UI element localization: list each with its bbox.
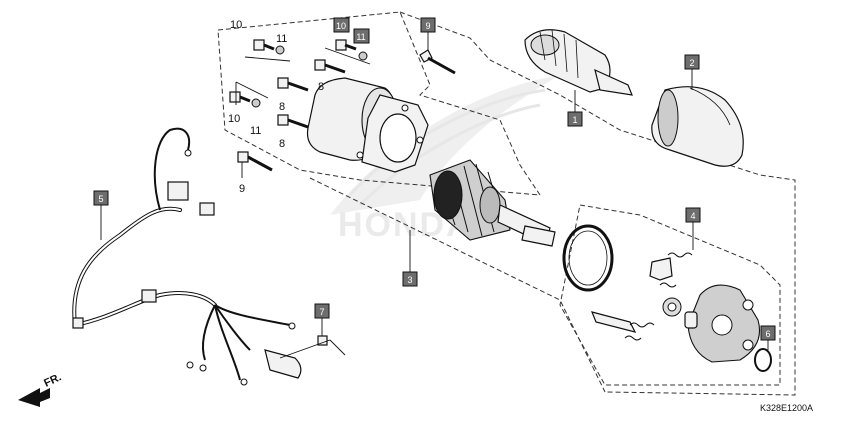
label-8-c: 8	[279, 138, 285, 150]
svg-text:2: 2	[689, 58, 694, 68]
motor-housing	[306, 77, 429, 173]
label-9-left: 9	[239, 183, 245, 195]
label-11-top: 11	[276, 33, 287, 45]
svg-text:5: 5	[98, 194, 103, 204]
callout-7: 7	[314, 303, 330, 319]
svg-text:9: 9	[425, 21, 430, 31]
callout-11-boxed: 11	[353, 28, 370, 44]
label-8-b: 8	[279, 101, 285, 113]
o-ring-small	[754, 348, 772, 372]
svg-text:11: 11	[356, 32, 365, 42]
brush-holder-assembly	[591, 252, 761, 363]
group-outline-brush	[559, 204, 781, 386]
diagram-code: K328E1200A	[760, 403, 813, 413]
callout-9-top: 9	[420, 17, 436, 33]
callout-4: 4	[685, 207, 701, 223]
label-11-left: 11	[250, 125, 261, 137]
starter-clutch	[524, 29, 633, 96]
svg-text:7: 7	[319, 307, 324, 317]
label-10-left: 10	[228, 113, 240, 125]
wire-harness	[72, 127, 302, 386]
front-label: FR.	[42, 371, 63, 389]
label-8-a: 8	[318, 81, 324, 93]
front-direction-arrow: FR.	[18, 371, 63, 407]
svg-text:10: 10	[336, 21, 346, 31]
label-10-top: 10	[230, 19, 242, 31]
rear-cover	[651, 86, 744, 167]
callout-6: 6	[760, 325, 776, 341]
armature	[429, 159, 556, 247]
svg-text:4: 4	[690, 211, 695, 221]
callout-2: 2	[684, 54, 700, 70]
fasteners	[229, 39, 456, 346]
group-outline-motor	[217, 11, 541, 196]
callout-1: 1	[567, 111, 583, 127]
callout-10-boxed: 10	[333, 17, 350, 33]
svg-text:3: 3	[407, 275, 412, 285]
o-ring-large	[562, 224, 614, 292]
callout-5: 5	[93, 190, 109, 206]
callout-3: 3	[402, 271, 418, 287]
svg-text:1: 1	[572, 115, 577, 125]
leader-lines	[100, 32, 769, 359]
svg-text:6: 6	[765, 329, 770, 339]
group-outline-armature	[309, 177, 606, 393]
group-outline-upper	[399, 11, 796, 396]
